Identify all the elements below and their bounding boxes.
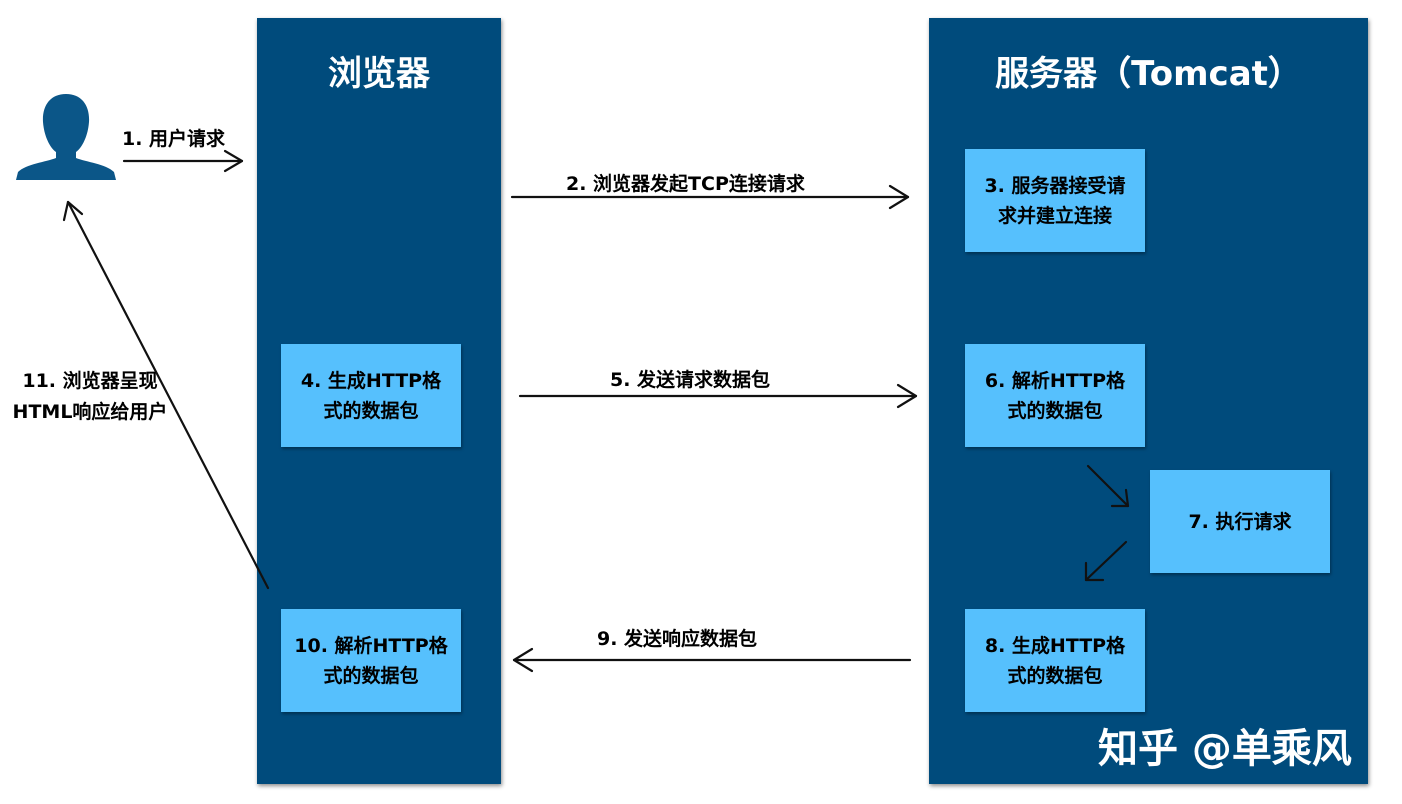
watermark: 知乎 @单乘风 bbox=[1098, 726, 1352, 772]
step-4-text: 4. 生成HTTP格式的数据包 bbox=[300, 369, 442, 422]
step-6-box: 6. 解析HTTP格式的数据包 bbox=[965, 344, 1145, 447]
user-icon bbox=[16, 94, 116, 180]
step-3-text: 3. 服务器接受请求并建立连接 bbox=[984, 174, 1126, 227]
step-7-box: 7. 执行请求 bbox=[1150, 470, 1330, 573]
step-8-box: 8. 生成HTTP格式的数据包 bbox=[965, 609, 1145, 712]
arrow-step-1 bbox=[122, 149, 244, 173]
step-7-text: 7. 执行请求 bbox=[1188, 510, 1292, 533]
step-9-label: 9. 发送响应数据包 bbox=[597, 628, 758, 650]
step-4-box: 4. 生成HTTP格式的数据包 bbox=[281, 344, 461, 447]
step-10-text: 10. 解析HTTP格式的数据包 bbox=[294, 634, 448, 687]
browser-lane-title: 浏览器 bbox=[328, 54, 430, 94]
step-10-box: 10. 解析HTTP格式的数据包 bbox=[281, 609, 461, 712]
server-lane-title: 服务器（Tomcat） bbox=[995, 54, 1302, 94]
step-5-label: 5. 发送请求数据包 bbox=[610, 369, 771, 391]
step-3-box: 3. 服务器接受请求并建立连接 bbox=[965, 149, 1145, 252]
arrow-step-9 bbox=[512, 647, 912, 673]
step-6-text: 6. 解析HTTP格式的数据包 bbox=[984, 369, 1126, 422]
step-2-label: 2. 浏览器发起TCP连接请求 bbox=[566, 173, 805, 195]
step-1-label: 1. 用户请求 bbox=[122, 128, 226, 150]
step-8-text: 8. 生成HTTP格式的数据包 bbox=[984, 634, 1126, 687]
step-11-label: 11. 浏览器呈现HTML响应给用户 bbox=[12, 370, 168, 423]
